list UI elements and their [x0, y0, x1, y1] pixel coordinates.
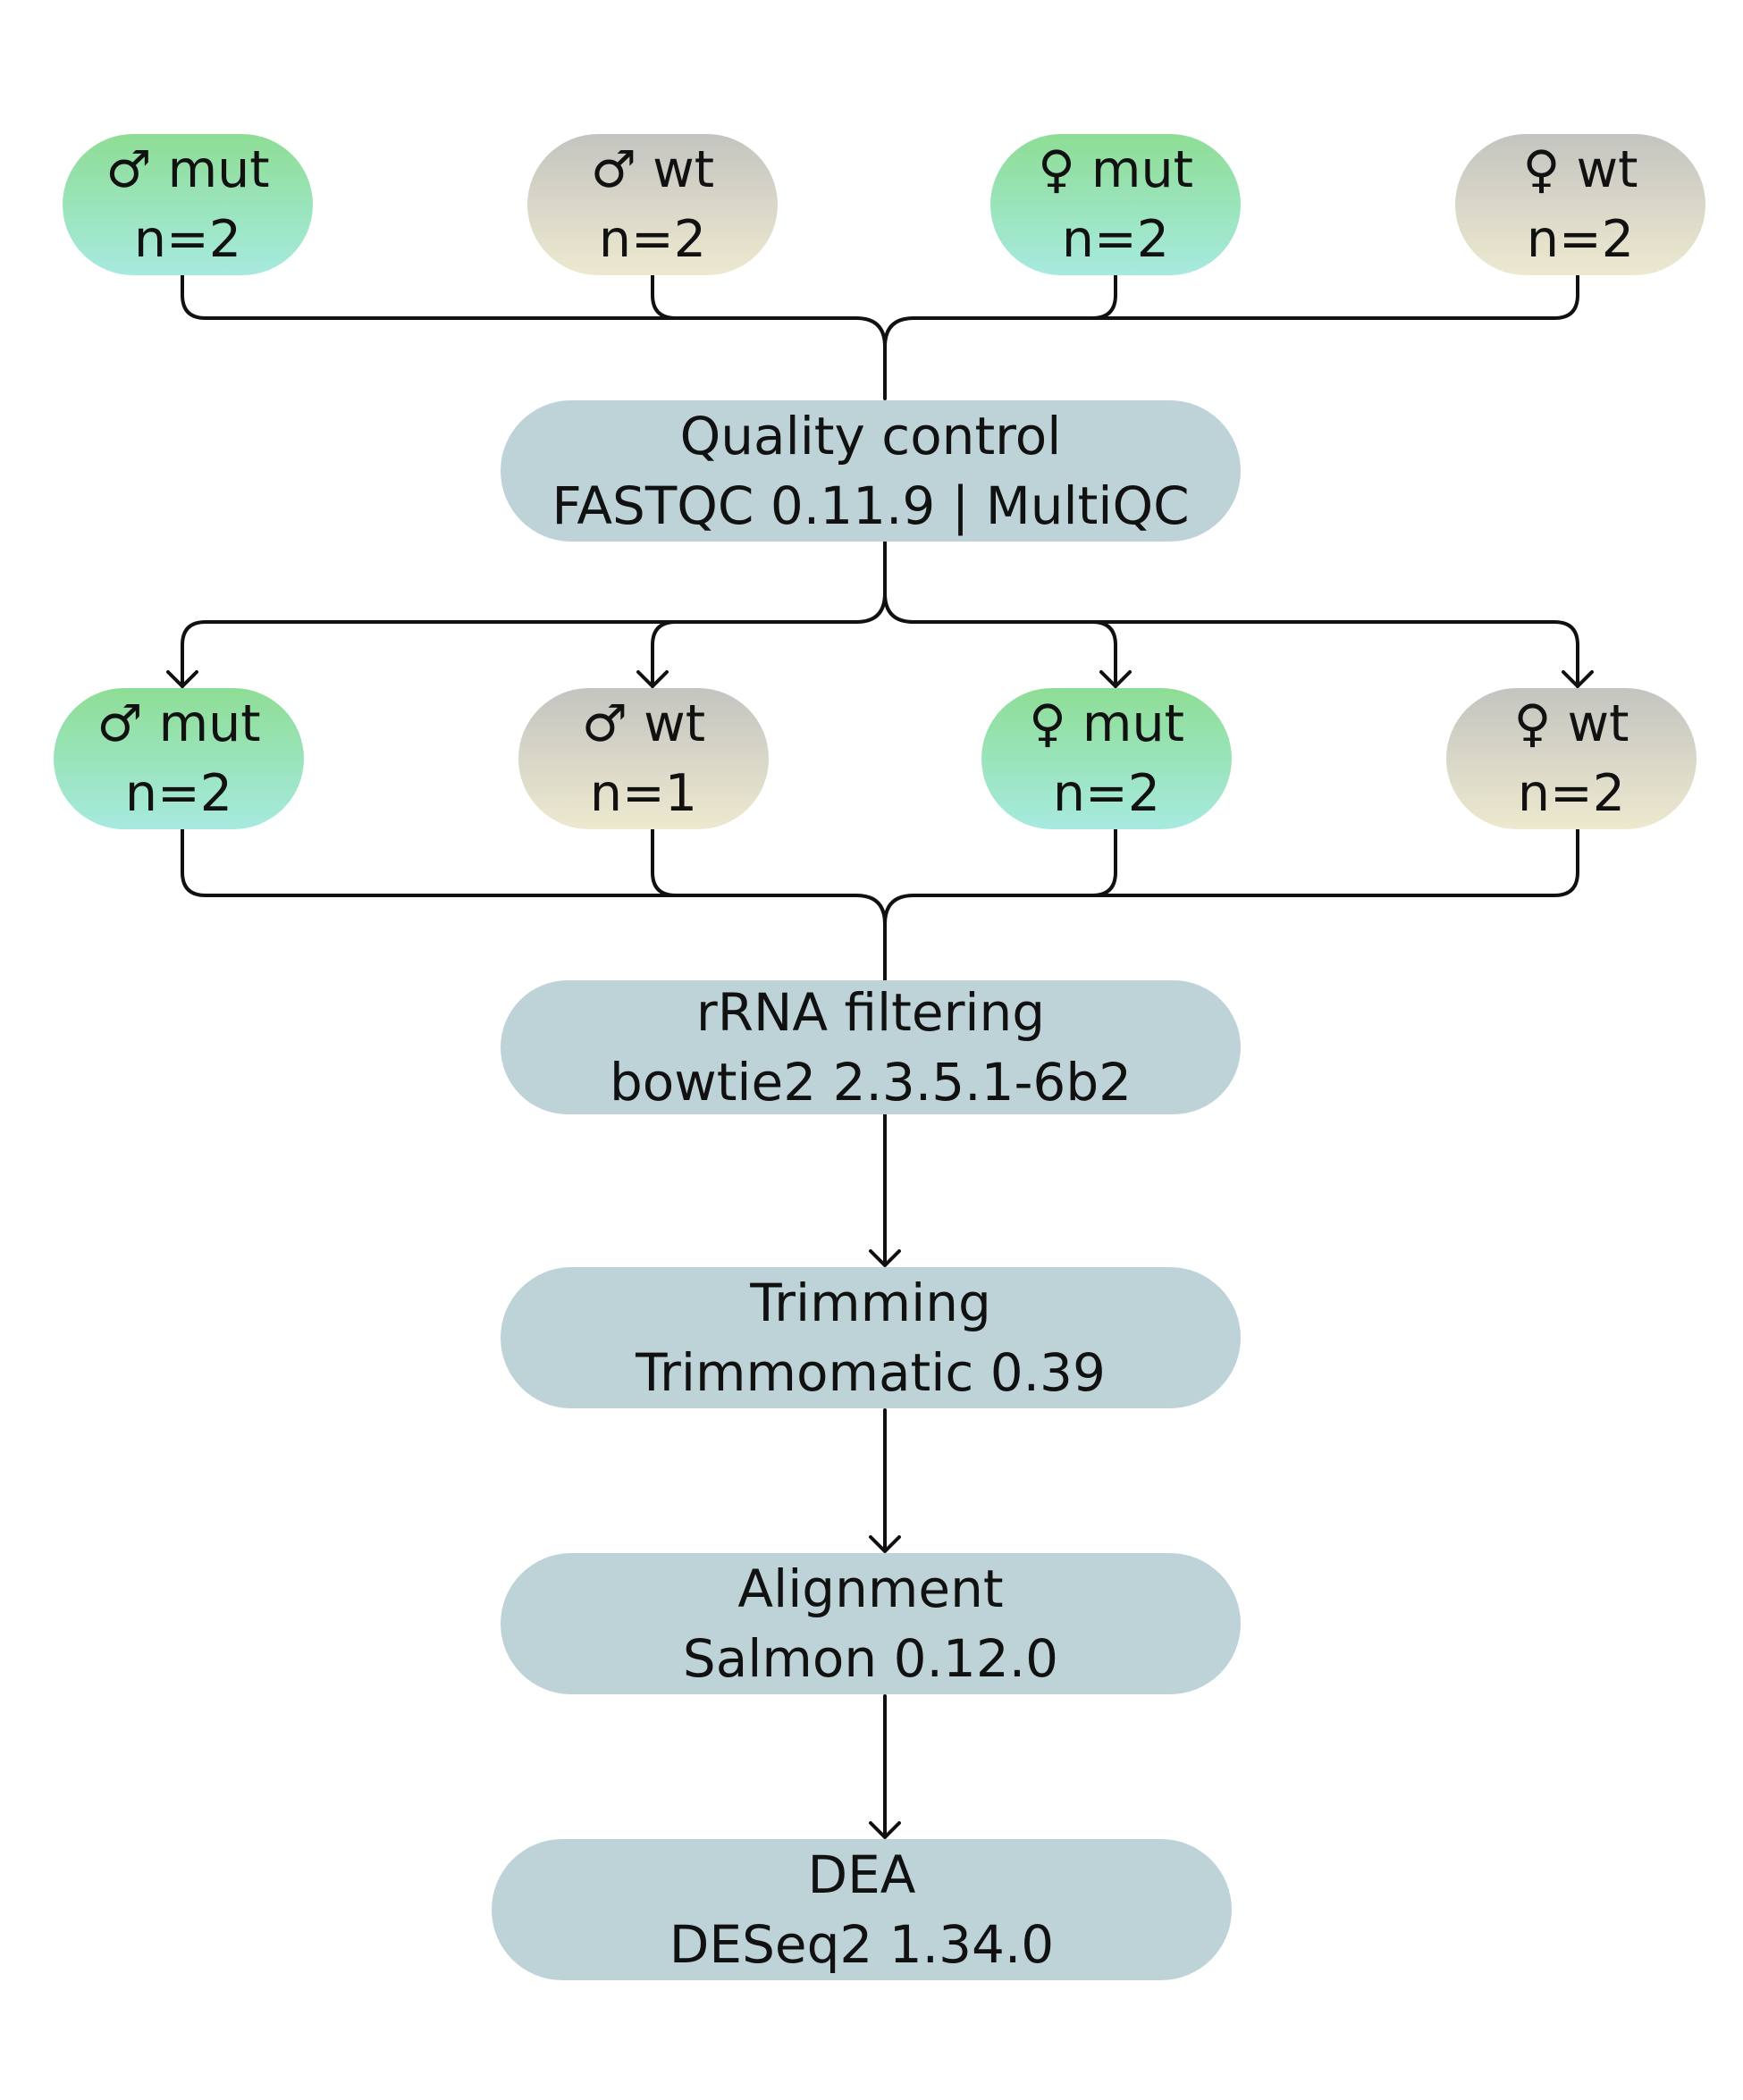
step-title: Alignment [737, 1558, 1004, 1619]
filtered-sample-male-wt: ♂ wt n=1 [518, 688, 769, 829]
step-tool: FASTQC 0.11.9 | MultiQC [552, 475, 1190, 536]
step-tool: DESeq2 1.34.0 [669, 1914, 1055, 1975]
arrowhead [1099, 670, 1132, 688]
input-sample-female-mut: ♀ mut n=2 [990, 134, 1241, 275]
step-dea: DEA DESeq2 1.34.0 [492, 1839, 1232, 1980]
sample-count-label: n=2 [598, 210, 707, 269]
input-sample-female-wt: ♀ wt n=2 [1455, 134, 1705, 275]
input-sample-male-wt: ♂ wt n=2 [527, 134, 778, 275]
arrowhead [1562, 670, 1594, 688]
sample-count-label: n=2 [1061, 210, 1170, 269]
filtered-sample-female-mut: ♀ mut n=2 [981, 688, 1232, 829]
sample-group-label: ♂ mut [97, 694, 261, 753]
step-tool: Salmon 0.12.0 [682, 1628, 1059, 1689]
step-tool: bowtie2 2.3.5.1-6b2 [609, 1052, 1133, 1113]
sample-count-label: n=1 [589, 764, 698, 823]
arrow-alignment-to-dea [869, 1694, 901, 1839]
arrowhead [166, 670, 198, 688]
step-title: rRNA filtering [695, 982, 1046, 1043]
sample-count-label: n=2 [133, 210, 242, 269]
sample-group-label: ♀ wt [1513, 694, 1629, 753]
filtered-sample-male-mut: ♂ mut n=2 [54, 688, 304, 829]
filtered-sample-female-wt: ♀ wt n=2 [1446, 688, 1697, 829]
sample-count-label: n=2 [124, 764, 233, 823]
sample-group-label: ♂ mut [105, 140, 270, 199]
step-rrna-filtering: rRNA filtering bowtie2 2.3.5.1-6b2 [501, 980, 1241, 1114]
step-alignment: Alignment Salmon 0.12.0 [501, 1553, 1241, 1694]
sample-group-label: ♂ wt [590, 140, 715, 199]
input-sample-male-mut: ♂ mut n=2 [63, 134, 313, 275]
arrow-rrna-to-trimming [869, 1113, 901, 1267]
merge-connector-3 [883, 272, 1117, 349]
arrow-trimming-to-alignment [869, 1408, 901, 1553]
merge-connector-1 [181, 272, 887, 400]
sample-count-label: n=2 [1517, 764, 1626, 823]
sample-group-label: ♀ wt [1522, 140, 1638, 199]
step-title: Quality control [679, 406, 1062, 466]
merge-connector-4 [912, 272, 1579, 320]
step-trimming: Trimming Trimmomatic 0.39 [501, 1267, 1241, 1408]
step-quality-control: Quality control FASTQC 0.11.9 | MultiQC [501, 400, 1241, 542]
sample-group-label: ♀ mut [1029, 694, 1184, 753]
merge-connector-2 [651, 272, 858, 320]
sample-group-label: ♂ wt [581, 694, 706, 753]
sample-count-label: n=2 [1526, 210, 1635, 269]
merge-connector-5 [181, 827, 887, 981]
arrowhead [636, 670, 669, 688]
sample-group-label: ♀ mut [1038, 140, 1193, 199]
step-title: DEA [807, 1844, 916, 1905]
sample-count-label: n=2 [1052, 764, 1161, 823]
step-title: Trimming [750, 1273, 991, 1333]
step-tool: Trimmomatic 0.39 [636, 1342, 1106, 1403]
split-connector [181, 538, 887, 688]
